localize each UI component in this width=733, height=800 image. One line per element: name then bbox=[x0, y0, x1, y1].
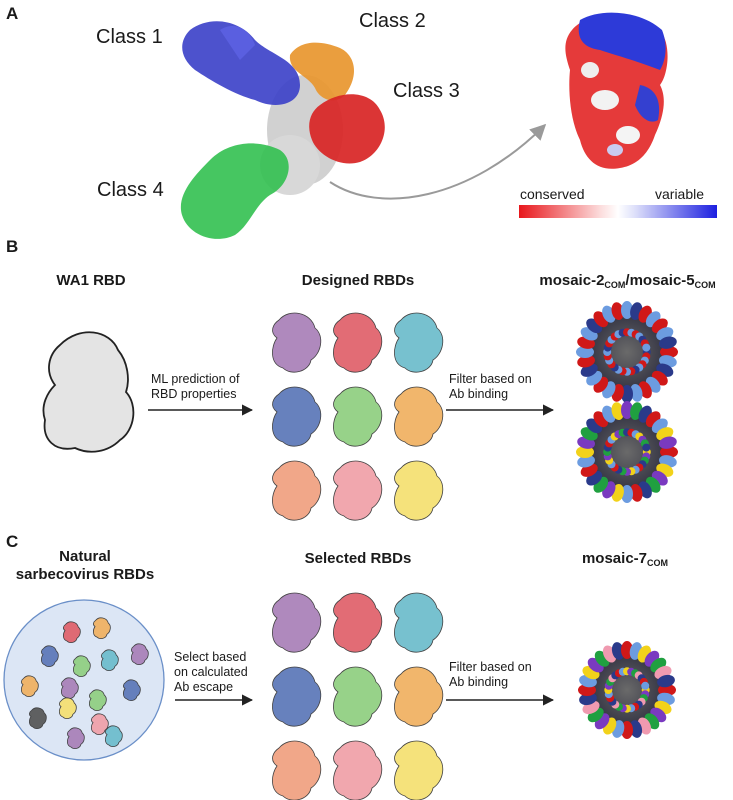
nanoparticle-spike bbox=[660, 446, 678, 458]
nanoparticle-spike bbox=[579, 692, 597, 706]
nanoparticle-spike bbox=[659, 336, 677, 349]
nanoparticle-spike bbox=[611, 642, 625, 660]
small-rbd bbox=[101, 649, 119, 671]
nanoparticle-spike bbox=[657, 674, 675, 688]
class-2-label: Class 2 bbox=[359, 10, 426, 32]
rbd-variant bbox=[272, 460, 322, 521]
small-rbd bbox=[63, 621, 81, 643]
panel-a-letter: A bbox=[6, 4, 19, 23]
selected-rbds-heading: Selected RBDs bbox=[304, 550, 412, 567]
small-rbd bbox=[73, 655, 91, 677]
mosaic-5-nanoparticle bbox=[576, 401, 678, 503]
rbd-variant bbox=[333, 386, 383, 447]
rbd-variant bbox=[272, 740, 322, 800]
nanoparticle-spike bbox=[577, 455, 595, 468]
nanoparticle-spike bbox=[621, 301, 633, 319]
legend-variable-label: variable bbox=[655, 186, 705, 202]
conservation-color-bar bbox=[519, 205, 717, 218]
small-rbd bbox=[67, 727, 85, 749]
class-4-label: Class 4 bbox=[97, 179, 164, 201]
small-rbd bbox=[131, 643, 149, 665]
rbd-variant bbox=[333, 460, 383, 521]
small-rbd bbox=[89, 689, 107, 711]
rbd-variant bbox=[394, 386, 444, 447]
nanoparticle-spike bbox=[629, 720, 643, 738]
wa1-rbd-heading: WA1 RBD bbox=[56, 272, 126, 289]
small-rbd bbox=[93, 617, 111, 639]
rbd-variant bbox=[394, 312, 444, 373]
panel-c-letter: C bbox=[6, 532, 19, 551]
selected-rbds-grid bbox=[272, 592, 444, 800]
nanoparticle-rbd bbox=[641, 681, 650, 690]
designed-rbds-heading: Designed RBDs bbox=[301, 272, 415, 289]
panel-b-letter: B bbox=[6, 237, 19, 256]
rbd-variant bbox=[272, 592, 322, 653]
mosaic-2-nanoparticle bbox=[576, 301, 678, 403]
small-rbd bbox=[29, 707, 47, 729]
nanoparticle-spike bbox=[611, 402, 624, 420]
mosaic-2-5-heading: mosaic-2COM/mosaic-5COM bbox=[539, 272, 716, 290]
nanoparticle-spike bbox=[659, 436, 677, 449]
nanoparticle-rbd bbox=[642, 443, 651, 452]
rbd-surface-conservation bbox=[565, 12, 668, 169]
antibody-complex-illustration bbox=[180, 21, 547, 239]
rbd-variant bbox=[333, 740, 383, 800]
rbd-variant bbox=[333, 312, 383, 373]
rbd-variant bbox=[333, 666, 383, 727]
rbd-variant bbox=[394, 592, 444, 653]
small-rbd bbox=[21, 675, 39, 697]
small-rbd bbox=[41, 645, 59, 667]
nanoparticle-spike bbox=[621, 385, 633, 403]
nanoparticle-spike bbox=[576, 346, 594, 358]
rbd-variant bbox=[272, 666, 322, 727]
mosaic-7-heading: mosaic-7COM bbox=[581, 550, 669, 568]
small-rbd bbox=[123, 679, 141, 701]
small-rbd bbox=[91, 713, 109, 735]
rbd-variant bbox=[394, 666, 444, 727]
nanoparticle-spike bbox=[630, 384, 643, 402]
rbd-variant bbox=[394, 460, 444, 521]
nanoparticle-spike bbox=[660, 346, 678, 358]
rbd-variant bbox=[333, 592, 383, 653]
mosaic-7-nanoparticle bbox=[578, 641, 676, 739]
nanoparticle-spike bbox=[621, 485, 633, 503]
rbd-variant bbox=[272, 312, 322, 373]
nanoparticle-spike bbox=[630, 484, 643, 502]
nanoparticle-rbd bbox=[642, 343, 651, 352]
small-rbd bbox=[59, 697, 77, 719]
class-3-label: Class 3 bbox=[393, 80, 460, 102]
nanoparticle-spike bbox=[577, 355, 595, 368]
wa1-rbd-illustration bbox=[42, 331, 135, 453]
class-1-label: Class 1 bbox=[96, 26, 163, 48]
small-rbd bbox=[105, 725, 123, 747]
legend-conserved-label: conserved bbox=[520, 186, 585, 202]
natural-rbd-pool bbox=[21, 617, 149, 749]
nanoparticle-spike bbox=[576, 446, 594, 458]
nanoparticle-spike bbox=[621, 401, 633, 419]
rbd-variant bbox=[394, 740, 444, 800]
nanoparticle-spike bbox=[611, 302, 624, 320]
rbd-variant bbox=[272, 386, 322, 447]
designed-rbds-grid bbox=[272, 312, 444, 521]
